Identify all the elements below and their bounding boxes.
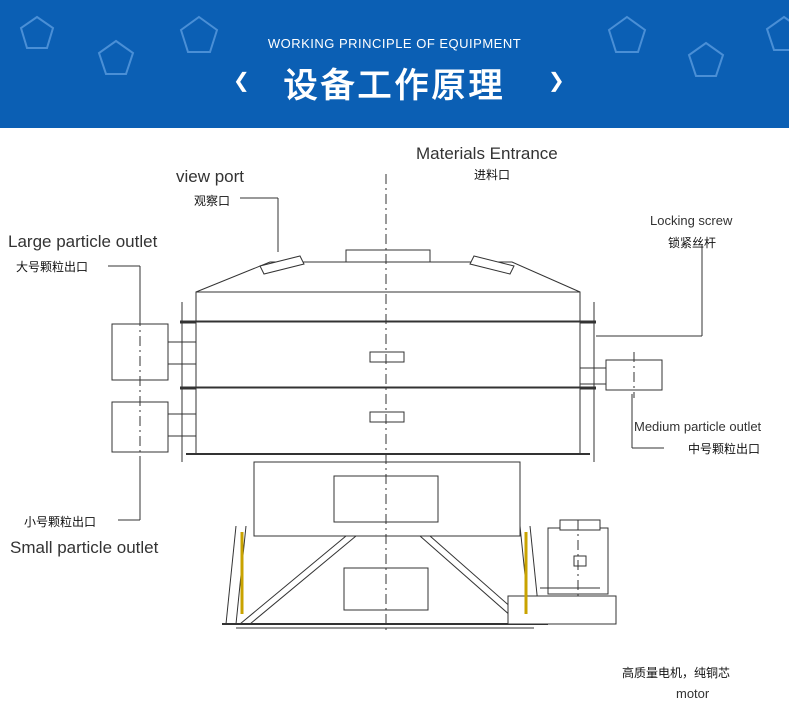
pentagon-icon <box>19 15 55 49</box>
handle <box>369 411 405 423</box>
banner-title: 设备工作原理 <box>283 66 506 106</box>
pentagon-icon <box>765 15 789 51</box>
machine-top-cover <box>195 261 581 293</box>
pentagon-icon <box>687 41 725 77</box>
view-port-label-en: view port <box>176 167 245 186</box>
view-port-label-zh: 观察口 <box>194 194 231 208</box>
motor-label-zh: 高质量电机，纯铜芯 <box>622 666 731 680</box>
materials-entrance-label-en: Materials Entrance <box>416 144 558 163</box>
view-port-right <box>469 255 515 275</box>
sieve-body-lower <box>195 387 581 455</box>
base-column <box>253 461 521 537</box>
banner-subtitle: WORKING PRINCIPLE OF EQUIPMENT <box>267 36 522 51</box>
upper-deck <box>195 291 581 323</box>
pentagon-icon <box>179 15 219 53</box>
locking-screw-label-en: Locking screw <box>650 213 733 228</box>
materials-entrance-label-zh: 进料口 <box>474 168 511 182</box>
motor-label-en: motor <box>676 686 710 701</box>
chevron-left-icon: ❮ <box>233 68 250 92</box>
sieve-body-upper <box>195 321 581 389</box>
large-outlet-label-en: Large particle outlet <box>8 232 158 251</box>
sieve-machine-drawing <box>108 174 703 634</box>
medium-outlet-label-zh: 中号颗粒出口 <box>688 442 761 456</box>
small-outlet-label-zh: 小号颗粒出口 <box>24 515 97 529</box>
pentagon-icon <box>97 39 135 75</box>
handle <box>369 351 405 363</box>
materials-entrance-port <box>345 249 431 263</box>
pentagon-icon <box>607 15 647 53</box>
large-outlet-label-zh: 大号颗粒出口 <box>16 260 89 274</box>
chevron-right-icon: ❯ <box>548 68 565 92</box>
motor-base <box>507 595 617 625</box>
view-port-left <box>259 255 305 275</box>
header-banner: WORKING PRINCIPLE OF EQUIPMENT ❮ 设备工作原理 … <box>0 0 789 128</box>
locking-screw-label-zh: 锁紧丝杆 <box>668 236 717 250</box>
small-outlet-label-en: Small particle outlet <box>10 538 159 557</box>
medium-outlet-label-en: Medium particle outlet <box>634 419 762 434</box>
